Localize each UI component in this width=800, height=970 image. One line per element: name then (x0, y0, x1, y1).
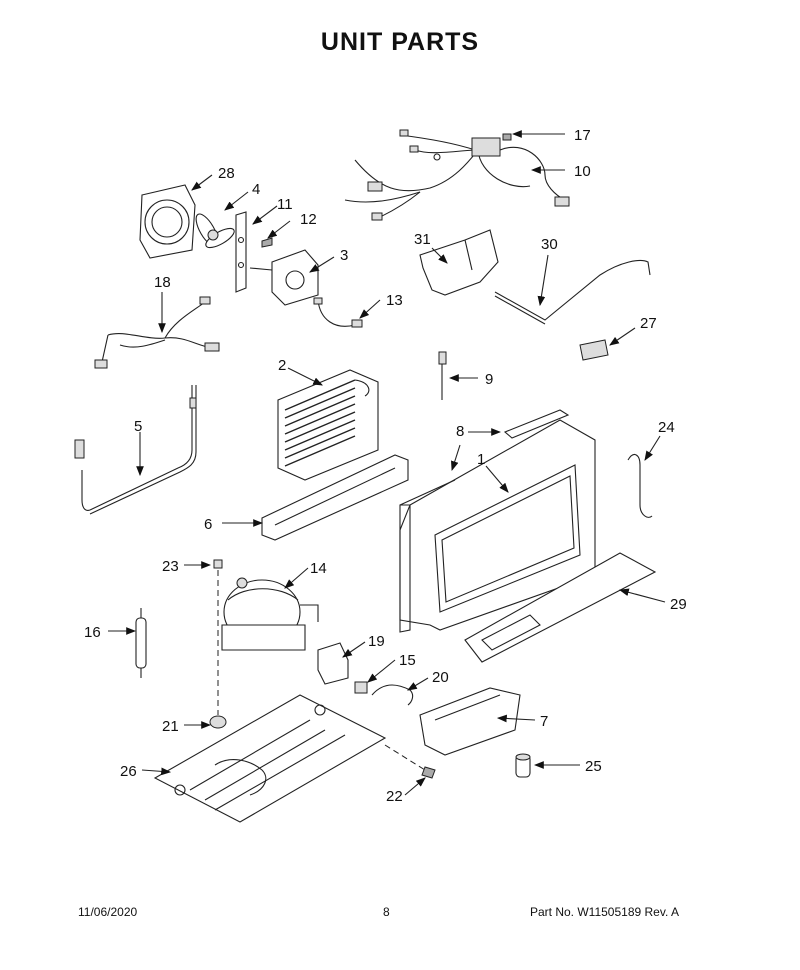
callout-19: 19 (368, 633, 385, 650)
part-filter-drier (135, 608, 147, 678)
part-sensor (438, 351, 447, 400)
callout-22: 22 (386, 788, 403, 805)
part-drain-trough (261, 454, 409, 541)
callout-27: 27 (640, 315, 657, 332)
callout-5: 5 (134, 418, 142, 435)
callout-8: 8 (456, 423, 464, 440)
callout-25: 25 (585, 758, 602, 775)
part-label-plate (579, 339, 609, 361)
part-seal-strip (399, 409, 570, 506)
callout-17: 17 (574, 127, 591, 144)
part-drain-pan (419, 687, 521, 756)
part-drain-tube (494, 259, 651, 325)
callout-30: 30 (541, 236, 558, 253)
part-fan-motor (249, 249, 319, 306)
callout-21: 21 (162, 718, 179, 735)
callout-16: 16 (84, 624, 101, 641)
callout-15: 15 (399, 652, 416, 669)
part-start-relay (317, 642, 349, 685)
part-wire-harness-10 (344, 129, 570, 221)
footer-page-number: 8 (383, 905, 390, 919)
part-wire-harness-18 (94, 296, 220, 369)
part-clip (627, 454, 653, 518)
callout-23: 23 (162, 558, 179, 575)
footer-date: 11/06/2020 (78, 905, 138, 919)
callout-11: 11 (277, 196, 293, 213)
part-defrost-heater (74, 385, 197, 515)
callout-24: 24 (658, 419, 675, 436)
part-fan-shroud (139, 184, 196, 259)
callout-2: 2 (278, 357, 286, 374)
part-cover-panel (464, 552, 657, 663)
callout-26: 26 (120, 763, 137, 780)
callout-13: 13 (386, 292, 403, 309)
callout-1: 1 (477, 451, 485, 468)
part-compressor (221, 577, 319, 651)
callout-29: 29 (670, 596, 687, 613)
leader-lines (108, 130, 666, 796)
callout-9: 9 (485, 371, 493, 388)
part-evaporator-coil (277, 369, 379, 481)
part-base-plate (153, 694, 426, 823)
callout-10: 10 (574, 163, 591, 180)
part-screw-22 (421, 766, 436, 779)
callout-3: 3 (340, 247, 348, 264)
part-bushing (515, 753, 531, 778)
callout-20: 20 (432, 669, 449, 686)
callout-31: 31 (414, 231, 431, 248)
part-air-duct (419, 229, 499, 296)
callout-12: 12 (300, 211, 317, 228)
part-fan-bracket (235, 211, 247, 293)
page-title: UNIT PARTS (320, 28, 480, 56)
part-overload (354, 681, 368, 694)
part-fan-blade (195, 213, 235, 249)
callout-18: 18 (154, 274, 171, 291)
part-evaporator-cover (399, 419, 596, 633)
part-screw-12 (261, 237, 273, 248)
callout-numbers: 1 2 3 4 5 6 7 8 9 10 11 12 13 14 15 16 1… (84, 127, 687, 805)
part-motor-harness (313, 297, 363, 328)
callout-14: 14 (310, 560, 327, 577)
part-wire-clip (371, 684, 414, 706)
callout-28: 28 (218, 165, 235, 182)
callout-6: 6 (204, 516, 212, 533)
part-mounting-bolt (209, 559, 227, 729)
callout-4: 4 (252, 181, 260, 198)
footer-part-number: Part No. W11505189 Rev. A (530, 905, 679, 919)
callout-7: 7 (540, 713, 548, 730)
